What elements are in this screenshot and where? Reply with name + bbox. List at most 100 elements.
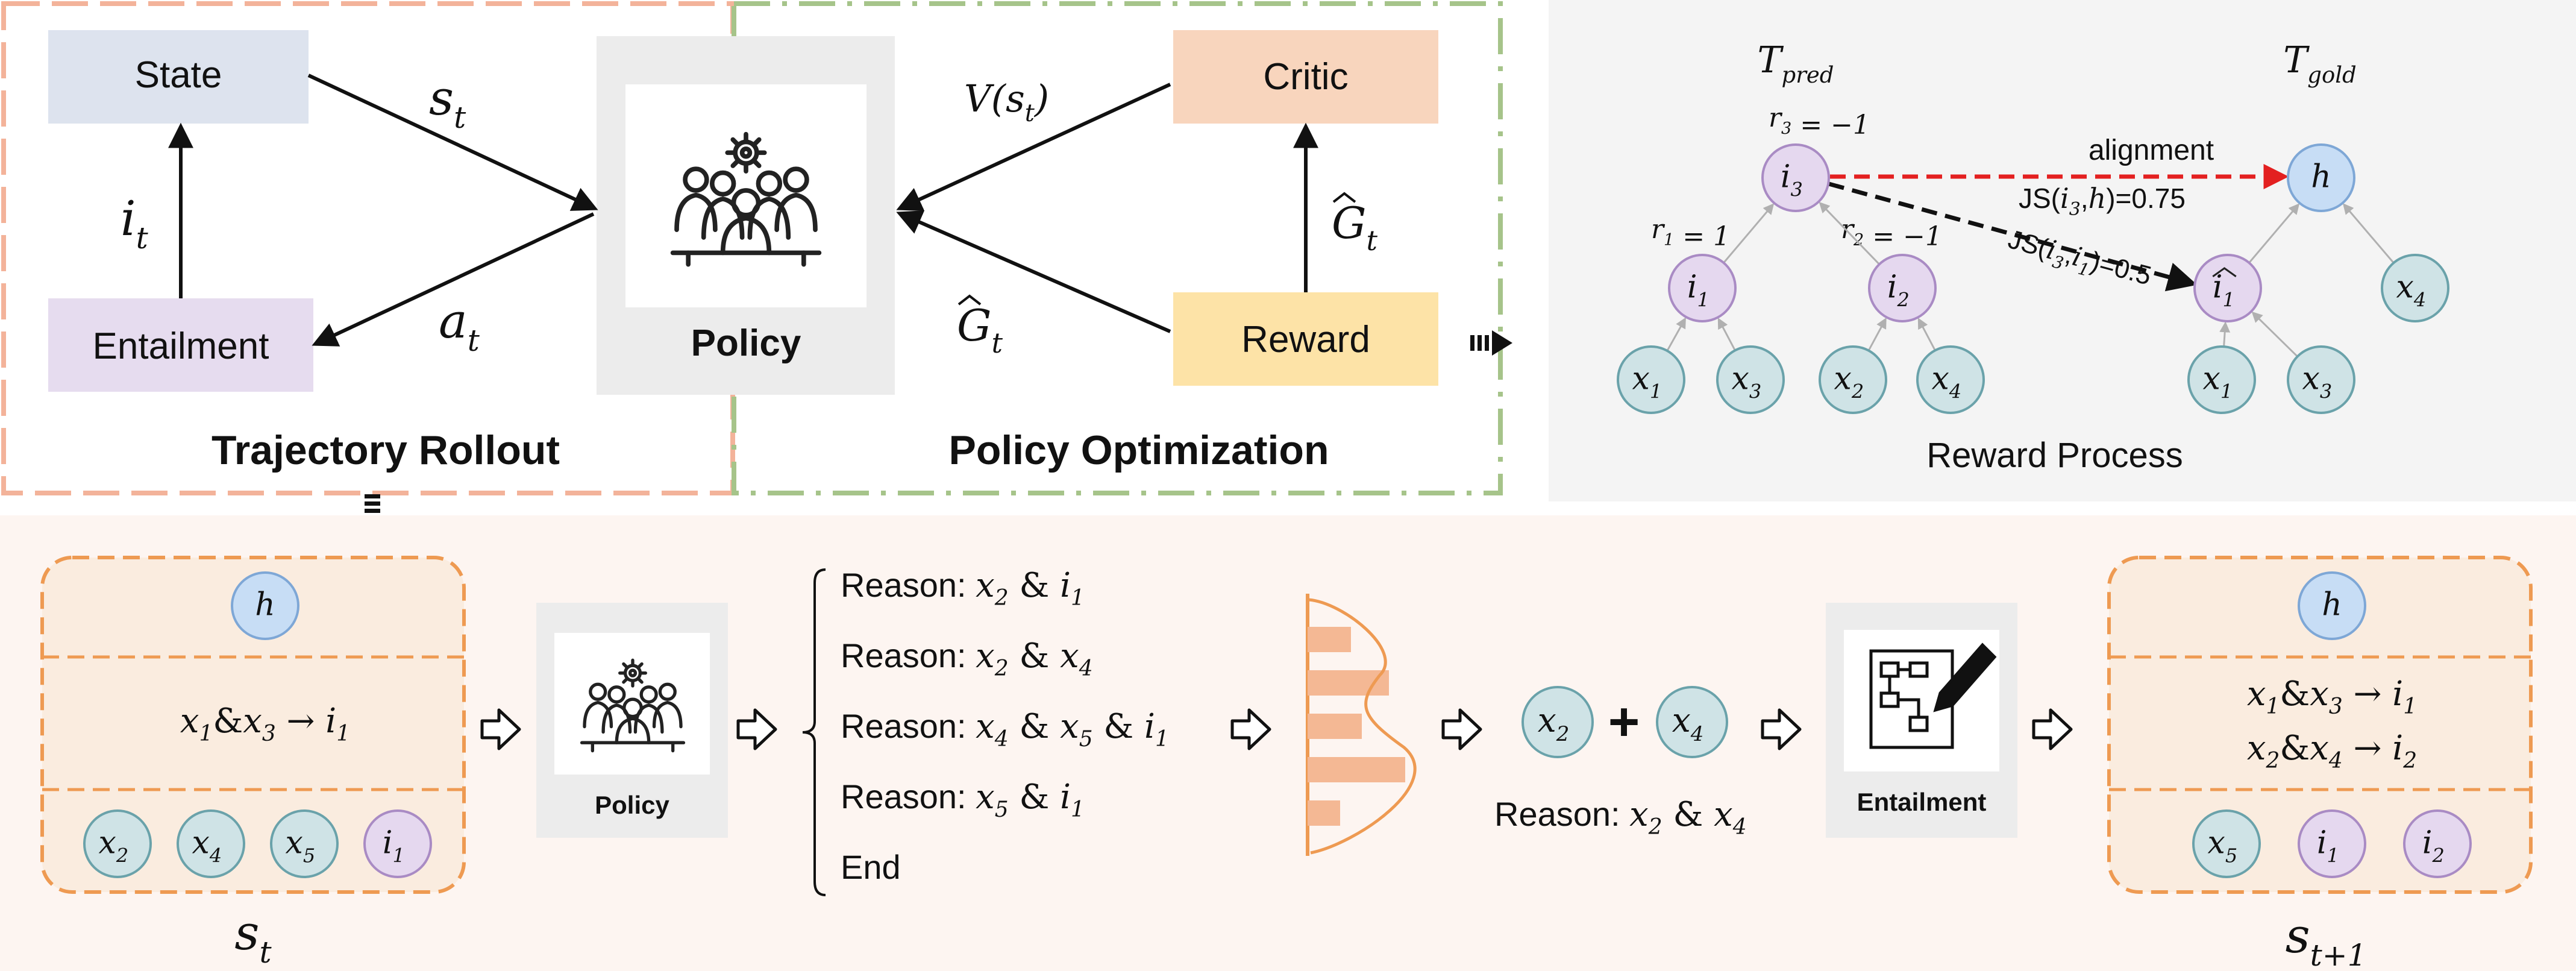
selected-node-a: x2 <box>1521 686 1594 758</box>
st-node-i1-label: i1 <box>383 825 405 867</box>
flow-arrow-6 <box>2032 708 2073 750</box>
svg-text:Critic: Critic <box>1263 56 1348 98</box>
gold-node-x1: x1 <box>2187 345 2256 414</box>
tree-edge <box>1917 318 1936 351</box>
svg-text:Reward: Reward <box>1241 319 1370 360</box>
distribution-bar <box>1308 800 1340 826</box>
tree-edge <box>2251 311 2298 357</box>
reason-brace <box>802 568 826 896</box>
reason-item: Reason: x2 & i1 <box>841 566 1085 611</box>
edge-label-state: st <box>429 70 466 135</box>
pred-node-i3-label: i3 <box>1781 159 1803 201</box>
edge-label-value: V(st) <box>964 77 1049 127</box>
distribution-bar <box>1308 670 1389 696</box>
bottom-flow: h x1&x3 → i1 x2 x4 x5 i1 st Policy Reason: x2 & … <box>40 556 2533 971</box>
flow-arrow-1 <box>480 708 521 750</box>
connector-to-reward-panel <box>1470 330 1512 356</box>
reason-item: Reason: x2 & x4 <box>841 636 1093 681</box>
st-node-x4: x4 <box>177 809 245 878</box>
gold-node-x1-label: x1 <box>2203 360 2233 403</box>
entailment-node: Entailment <box>48 298 313 392</box>
state-box-st: h x1&x3 → i1 x2 x4 x5 i1 <box>40 556 466 894</box>
alignment-label: alignment <box>2089 134 2214 166</box>
svg-text:Gt: Gt <box>1332 198 1378 257</box>
st-node-x2-label: x2 <box>99 825 129 867</box>
reward-node: Reward <box>1173 292 1438 386</box>
action-distribution <box>1306 594 1417 856</box>
selected-node-b: x4 <box>1656 686 1728 758</box>
gold-node-i1-hat: i1 <box>2193 254 2262 322</box>
distribution-bar <box>1308 757 1405 782</box>
distribution-bar <box>1308 627 1351 652</box>
pred-node-x1-label: x1 <box>1632 360 1662 403</box>
pred-node-x2-label: x2 <box>1834 360 1864 403</box>
tree-edge <box>1819 201 1880 265</box>
svg-text:Gt: Gt <box>957 300 1003 359</box>
selected-reason-caption: Reason: x2 & x4 <box>1494 795 1747 840</box>
pred-node-x2: x2 <box>1819 345 1887 414</box>
reason-item: Reason: x4 & x5 & i1 <box>841 707 1169 752</box>
pred-node-i1: i1 <box>1668 254 1737 322</box>
js-score-aligned: JS(i3,h)=0.75 <box>2019 182 2186 220</box>
arrow-policy-to-entailment <box>312 212 595 347</box>
arrow-critic-to-policy <box>896 83 1171 212</box>
plus-sign: + <box>1608 692 1640 752</box>
tree-edge <box>2342 203 2395 264</box>
gold-node-x4-label: x4 <box>2396 269 2427 311</box>
gold-node-x3-label: x3 <box>2302 360 2333 403</box>
selected-node-b-label: x4 <box>1672 701 1704 746</box>
edge-label-return-critic: Gt <box>1332 192 1378 257</box>
st-node-i1: i1 <box>363 809 432 878</box>
flow-arrow-5 <box>1761 708 1802 750</box>
svg-text:Policy: Policy <box>595 791 669 819</box>
st1-node-i1-label: i1 <box>2317 825 2339 867</box>
st1-node-i1: i1 <box>2298 809 2366 878</box>
st1-node-x5: x5 <box>2192 809 2261 878</box>
st-node-x5-label: x5 <box>286 825 316 867</box>
pred-node-i2-label: i2 <box>1887 269 1910 311</box>
tree-edge <box>1723 203 1775 264</box>
st1-rule-1: x1&x3 → i1 <box>2247 674 2417 719</box>
tree-edge <box>1867 317 1887 351</box>
distribution-curve <box>1308 598 1417 855</box>
st-node-x4-label: x4 <box>192 825 222 867</box>
arrow-state-to-policy <box>307 74 598 211</box>
entailment-blueprint-icon <box>1869 643 1997 749</box>
gold-node-i1-hat-label: i1 <box>2213 269 2235 311</box>
st-node-x2: x2 <box>83 809 152 878</box>
tree-edge <box>1666 317 1686 351</box>
svg-text:Policy: Policy <box>691 322 801 364</box>
policy-node-small: Policy <box>536 603 728 838</box>
st-node-h-label: h <box>255 586 275 623</box>
reward-panel-bg <box>1549 0 2576 501</box>
edge-label-return-policy: Gt <box>957 294 1003 359</box>
pred-node-i3: i3 <box>1761 143 1830 212</box>
reason-item: End <box>841 848 901 886</box>
reason-item: Reason: x5 & i1 <box>841 778 1085 822</box>
st-node-h: h <box>231 571 299 640</box>
pred-node-x4-label: x4 <box>1932 360 1962 403</box>
trajectory-rollout-title: Trajectory Rollout <box>212 427 560 473</box>
pred-node-x3-label: x3 <box>1732 360 1762 403</box>
pred-node-x1: x1 <box>1617 345 1685 414</box>
tgold-label: Tgold <box>2283 39 2357 88</box>
r3-label: r3 = −1 <box>1769 102 1870 140</box>
flow-arrow-4 <box>1441 708 1482 750</box>
state-label-st: st <box>234 905 272 970</box>
policy-optimization-title: Policy Optimization <box>949 427 1329 473</box>
st-rule: x1&x3 → i1 <box>180 702 350 746</box>
optimization-dashed-border <box>732 1 1503 495</box>
st1-node-h-label: h <box>2322 586 2342 623</box>
state-label-st1: st+1 <box>2286 908 2367 971</box>
reward-process-title: Reward Process <box>1926 436 2183 475</box>
js-arrow <box>1828 181 2198 292</box>
flow-arrow-2 <box>736 708 777 750</box>
arrow-reward-to-policy <box>896 210 1171 333</box>
tree-edge <box>2248 203 2300 264</box>
entailment-node-small: Entailment <box>1826 603 2017 838</box>
st1-node-x5-label: x5 <box>2208 825 2238 867</box>
st1-rule-2: x2&x4 → i2 <box>2247 729 2417 773</box>
edge-label-info: it <box>121 190 149 256</box>
